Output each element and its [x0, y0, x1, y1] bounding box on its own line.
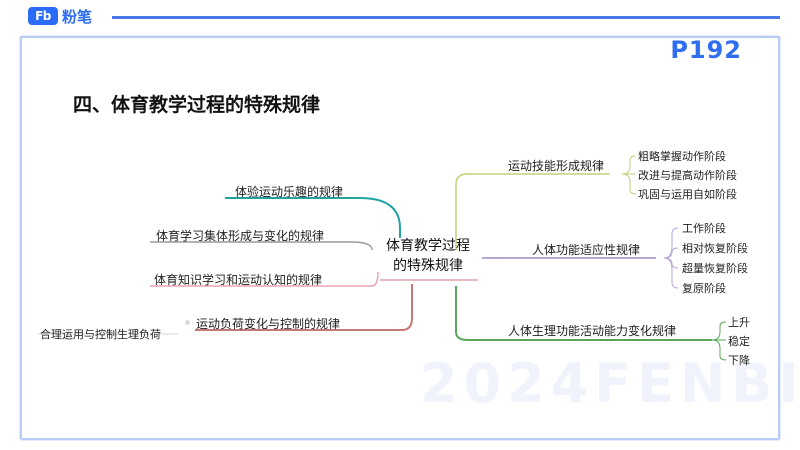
- right-branch-2-child-1: 工作阶段: [682, 222, 726, 235]
- watermark: 2024FENBI: [420, 352, 800, 415]
- center-node-line2: 的特殊规律: [393, 258, 463, 274]
- center-node: 体育教学过程 的特殊规律: [376, 236, 480, 276]
- left-branch-4: 运动负荷变化与控制的规律: [196, 317, 341, 331]
- brand-mark-icon: Fb: [28, 7, 58, 25]
- right-branch-1-child-2: 改进与提高动作阶段: [638, 169, 737, 182]
- right-branch-1: 运动技能形成规律: [508, 159, 605, 173]
- left-sub-branch: 合理运用与控制生理负荷: [40, 328, 161, 341]
- top-bar: Fb 粉笔: [0, 0, 800, 28]
- center-node-line1: 体育教学过程: [386, 238, 470, 254]
- left-branch-3: 体育知识学习和运动认知的规律: [154, 273, 323, 287]
- right-branch-3-child-3: 下降: [728, 354, 750, 367]
- header-rule: [112, 16, 780, 19]
- right-branch-1-child-1: 粗略掌握动作阶段: [638, 150, 726, 163]
- connector-dot: [185, 320, 190, 325]
- brand-name: 粉笔: [62, 7, 93, 26]
- right-branch-1-child-3: 巩固与运用自如阶段: [638, 188, 737, 201]
- right-branch-3: 人体生理功能活动能力变化规律: [508, 324, 677, 338]
- right-branch-3-child-2: 稳定: [728, 335, 750, 348]
- right-branch-2: 人体功能适应性规律: [532, 243, 641, 257]
- slide-title: 四、体育教学过程的特殊规律: [73, 94, 321, 116]
- right-branch-2-child-4: 复原阶段: [682, 282, 726, 295]
- right-branch-2-child-2: 相对恢复阶段: [682, 242, 748, 255]
- brand-logo: Fb 粉笔: [28, 6, 92, 26]
- left-branch-1: 体验运动乐趣的规律: [235, 185, 344, 199]
- left-branch-2: 体育学习集体形成与变化的规律: [156, 229, 325, 243]
- right-branch-2-child-3: 超量恢复阶段: [682, 262, 748, 275]
- right-branch-3-child-1: 上升: [728, 316, 750, 329]
- page-number: P192: [670, 36, 742, 64]
